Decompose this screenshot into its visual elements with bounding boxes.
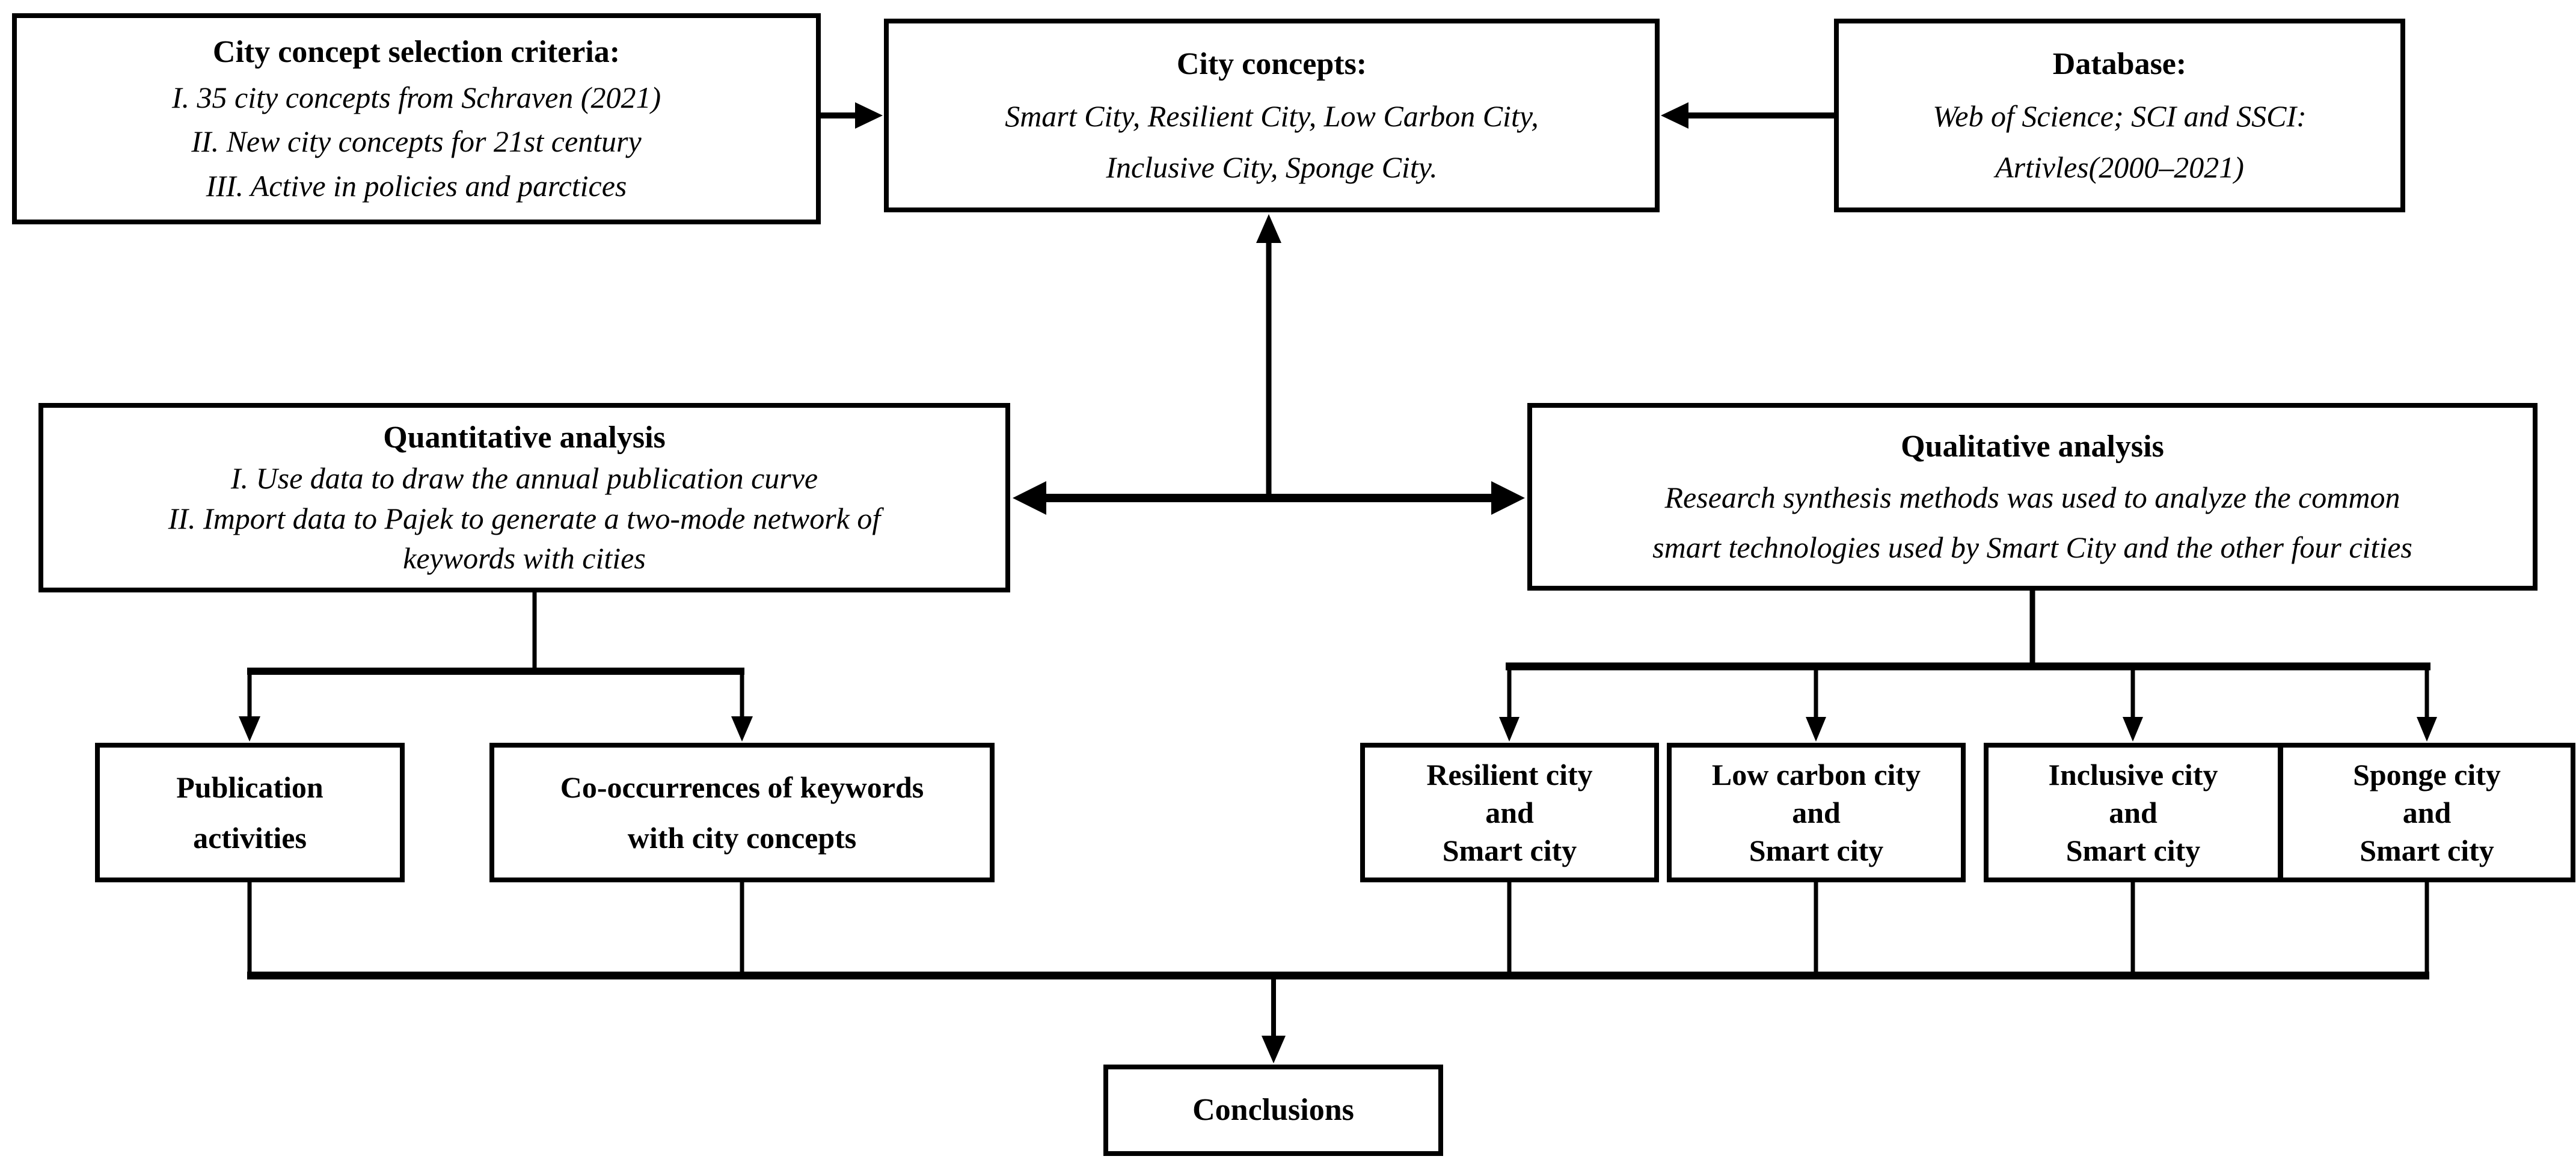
criteria-box: City concept selection criteria: I. 35 c…	[12, 13, 821, 224]
cooccurrence-keywords-box: Co-occurrences of keywords with city con…	[489, 743, 995, 882]
sponge-line-3: Smart city	[2360, 834, 2494, 867]
inclusive-city-box: Inclusive city and Smart city	[1984, 743, 2283, 882]
inclusive-arrow-head	[2123, 717, 2143, 742]
quantitative-line-1: I. Use data to draw the annual publicati…	[230, 461, 818, 496]
criteria-title: City concept selection criteria:	[212, 34, 621, 69]
qualitative-title: Qualitative analysis	[1901, 429, 2164, 464]
city-concepts-line-1: Smart City, Resilient City, Low Carbon C…	[1005, 99, 1539, 134]
lowcarbon-line-1: Low carbon city	[1711, 758, 1921, 791]
quantitative-line-2: II. Import data to Pajek to generate a t…	[168, 501, 881, 535]
inclusive-line-1: Inclusive city	[2048, 758, 2218, 791]
database-line-1: Web of Science; SCI and SSCI:	[1933, 99, 2307, 134]
arrow-junction-to-concepts-head	[1256, 214, 1281, 243]
sponge-city-box: Sponge city and Smart city	[2278, 743, 2575, 882]
lowcarbon-line-2: and	[1792, 796, 1841, 829]
arrow-into-quantitative-head	[1013, 481, 1046, 515]
resilient-city-box: Resilient city and Smart city	[1360, 743, 1659, 882]
publication-activities-box: Publication activities	[95, 743, 405, 882]
database-box: Database: Web of Science; SCI and SSCI: …	[1834, 19, 2405, 212]
low-carbon-city-box: Low carbon city and Smart city	[1667, 743, 1966, 882]
quantitative-analysis-box: Quantitative analysis I. Use data to dra…	[38, 403, 1010, 592]
lowcarbon-arrow-head	[1806, 717, 1826, 742]
quantitative-line-3: keywords with cities	[403, 541, 646, 576]
resilient-line-2: and	[1485, 796, 1534, 829]
criteria-line-3: III. Active in policies and parctices	[206, 169, 627, 203]
qualitative-analysis-box: Qualitative analysis Research synthesis …	[1527, 403, 2538, 591]
sponge-line-2: and	[2402, 796, 2452, 829]
arrow-database-to-concepts-head	[1661, 102, 1688, 129]
qualitative-line-1: Research synthesis methods was used to a…	[1664, 481, 2400, 515]
arrow-criteria-to-concepts-head	[855, 102, 883, 129]
criteria-line-2: II. New city concepts for 21st century	[191, 124, 642, 159]
city-concepts-line-2: Inclusive City, Sponge City.	[1106, 150, 1438, 185]
cooccurrence-line-1: Co-occurrences of keywords	[560, 770, 924, 804]
resilient-line-3: Smart city	[1442, 834, 1577, 867]
sponge-line-1: Sponge city	[2353, 758, 2501, 791]
lowcarbon-line-3: Smart city	[1749, 834, 1884, 867]
inclusive-line-3: Smart city	[2065, 834, 2201, 867]
arrow-into-qualitative-head	[1491, 481, 1525, 515]
quantitative-title: Quantitative analysis	[383, 420, 666, 455]
conclusions-box: Conclusions	[1103, 1065, 1443, 1156]
database-line-2: Artivles(2000–2021)	[1995, 150, 2244, 185]
conclusions-title: Conclusions	[1192, 1092, 1354, 1127]
resilient-arrow-head	[1499, 717, 1520, 742]
cooccurrence-arrow-head	[731, 716, 753, 742]
publication-line-2: activities	[193, 821, 307, 855]
resilient-line-1: Resilient city	[1426, 758, 1593, 791]
publication-line-1: Publication	[176, 770, 324, 804]
criteria-line-1: I. 35 city concepts from Schraven (2021)	[171, 80, 661, 114]
conclusions-arrow-head	[1262, 1036, 1286, 1063]
inclusive-line-2: and	[2109, 796, 2157, 829]
publication-arrow-head	[239, 716, 260, 742]
qualitative-line-2: smart technologies used by Smart City an…	[1652, 530, 2412, 564]
city-concepts-box: City concepts: Smart City, Resilient Cit…	[884, 19, 1660, 212]
sponge-arrow-head	[2417, 717, 2437, 742]
city-concepts-title: City concepts:	[1176, 46, 1367, 81]
cooccurrence-line-2: with city concepts	[627, 821, 857, 855]
database-title: Database:	[2052, 46, 2187, 81]
